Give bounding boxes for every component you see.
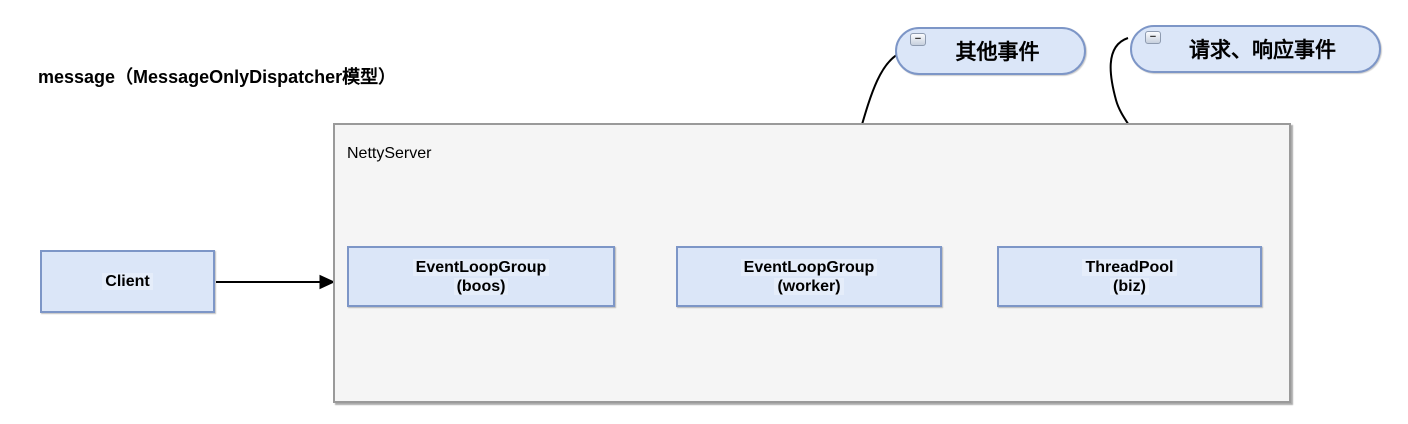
callout-other-events-label: 其他事件 bbox=[955, 41, 1040, 64]
threadpool-biz-label: ThreadPool (biz) bbox=[1082, 258, 1177, 296]
nettyserver-label: NettyServer bbox=[347, 145, 432, 162]
diagram-title: message（MessageOnlyDispatcher模型） bbox=[38, 67, 397, 87]
eventloopgroup-boos-node[interactable]: EventLoopGroup (boos) bbox=[347, 246, 615, 307]
threadpool-biz-node[interactable]: ThreadPool (biz) bbox=[997, 246, 1262, 307]
client-label: Client bbox=[102, 272, 153, 291]
eventloopgroup-worker-node[interactable]: EventLoopGroup (worker) bbox=[676, 246, 942, 307]
eventloopgroup-boos-label: EventLoopGroup (boos) bbox=[412, 258, 550, 296]
collapse-minus-icon[interactable]: − bbox=[1145, 31, 1161, 44]
eventloopgroup-worker-label: EventLoopGroup (worker) bbox=[740, 258, 878, 296]
callout-request-response-events[interactable]: − 请求、响应事件 bbox=[1130, 25, 1381, 73]
client-node[interactable]: Client bbox=[40, 250, 215, 313]
callout-other-events[interactable]: − 其他事件 bbox=[895, 27, 1086, 75]
collapse-minus-icon[interactable]: − bbox=[910, 33, 926, 46]
arrow-client-to-server bbox=[216, 274, 336, 290]
callout-request-response-events-label: 请求、响应事件 bbox=[1189, 39, 1336, 62]
